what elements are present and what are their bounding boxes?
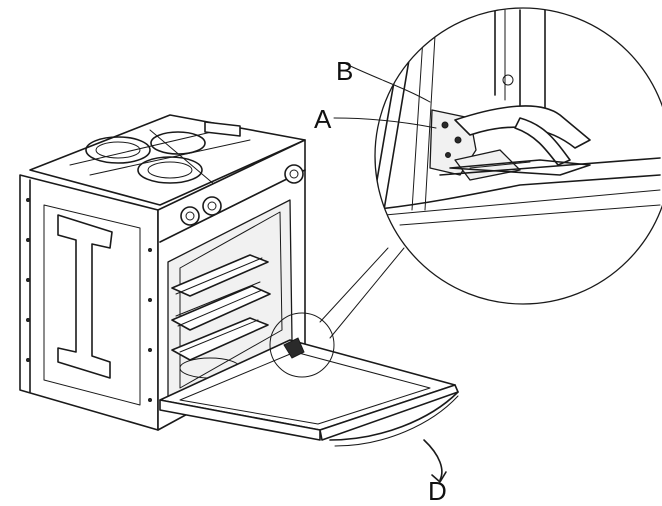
magnifier-circle — [374, 7, 662, 305]
label-a: A — [314, 104, 332, 134]
hinge-highlight-circle — [269, 312, 335, 378]
curved-arrow — [423, 439, 443, 481]
oven-illustration — [19, 114, 459, 447]
arrow-head — [431, 471, 447, 483]
control-knob-3 — [284, 164, 304, 184]
oven-rack-bottom — [171, 317, 269, 361]
leader-line-b — [345, 63, 431, 103]
door-handle — [329, 391, 459, 441]
side-emboss — [57, 214, 113, 379]
detail-view — [319, 7, 662, 339]
detail-hinge-closeup — [375, 9, 661, 226]
control-knob-2 — [202, 196, 222, 216]
door-hinge — [283, 337, 305, 359]
control-knob-1 — [180, 206, 200, 226]
burner-left — [85, 136, 151, 164]
leader-line-a — [333, 117, 437, 129]
connector-line-lower — [329, 247, 405, 339]
label-b: B — [336, 56, 353, 86]
label-d: D — [428, 476, 447, 506]
connector-line-upper — [319, 247, 389, 323]
